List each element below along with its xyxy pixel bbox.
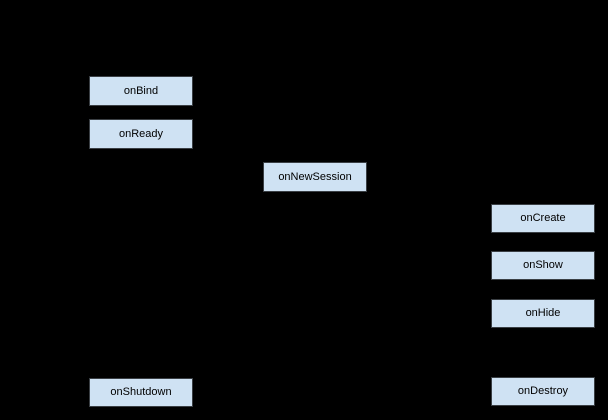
diagram-node-onbind: onBind (89, 76, 193, 106)
node-label: onHide (525, 307, 561, 319)
diagram-node-onhide: onHide (491, 299, 595, 328)
node-label: onReady (118, 127, 164, 140)
node-label: onShutdown (110, 386, 172, 398)
node-label: onDestroy (517, 385, 569, 397)
diagram-node-onnewsession: onNewSession (263, 162, 367, 192)
diagram-node-onshow: onShow (491, 251, 595, 280)
diagram-node-onshutdown: onShutdown (89, 378, 193, 407)
diagram-node-oncreate: onCreate (491, 204, 595, 233)
node-label: onCreate (520, 212, 566, 224)
diagram-node-onready: onReady (89, 119, 193, 149)
node-label: onShow (523, 259, 563, 271)
diagram-node-ondestroy: onDestroy (491, 377, 595, 406)
node-label: onBind (123, 84, 159, 97)
node-label: onNewSession (278, 170, 352, 183)
